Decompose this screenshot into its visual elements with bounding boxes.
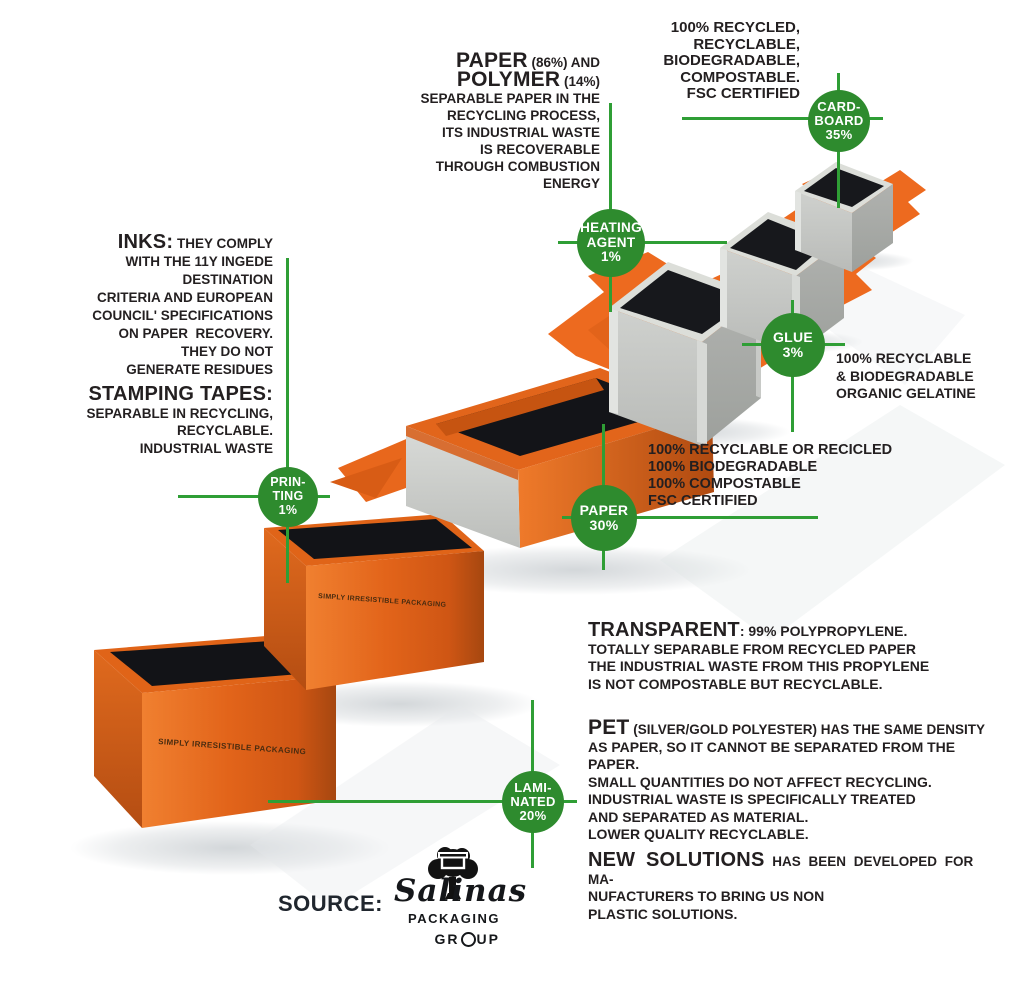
connector-line-laminated-h bbox=[268, 800, 577, 803]
note-paper-polymer: PAPER (86%) AND POLYMER (14%) SEPARABLE … bbox=[340, 49, 600, 192]
badge-label: AGENT bbox=[586, 234, 636, 250]
note-heading: INKS: THEY COMPLY bbox=[117, 231, 273, 253]
badge-label: LAMI- bbox=[514, 779, 552, 795]
note-cardboard: 100% RECYCLED, RECYCLABLE, BIODEGRADABLE… bbox=[570, 19, 800, 103]
text-line: ON PAPER RECOVERY. bbox=[118, 326, 273, 341]
text-line: THE INDUSTRIAL WASTE FROM THIS PROPYLENE bbox=[588, 658, 930, 674]
text-line: DESTINATION bbox=[182, 272, 274, 287]
text-line: SEPARABLE PAPER IN THE bbox=[420, 91, 600, 106]
note-new-solutions: NEW SOLUTIONS HAS BEEN DEVELOPED FOR MA-… bbox=[588, 849, 998, 923]
text-line: 100% BIODEGRADABLE bbox=[648, 459, 818, 475]
text-line: & BIODEGRADABLE bbox=[836, 367, 974, 384]
circle-o-icon bbox=[460, 931, 476, 947]
text-line: ORGANIC GELATINE bbox=[836, 385, 976, 401]
note-transparent: TRANSPARENT: 99% POLYPROPYLENE. TOTALLY … bbox=[588, 619, 988, 693]
brand-group-post: UP bbox=[476, 931, 500, 947]
source-block: SOURCE: Salinas PACKAGING GR UP bbox=[278, 843, 526, 963]
brand-name: Salinas bbox=[394, 873, 528, 909]
note-pet: PET (SILVER/GOLD POLYESTER) HAS THE SAME… bbox=[588, 716, 998, 844]
orange-box-2: SIMPLY IRRESISTIBLE PACKAGING bbox=[264, 514, 484, 690]
badge-label: TING bbox=[272, 489, 304, 504]
text-line: ITS INDUSTRIAL WASTE bbox=[441, 125, 600, 140]
text-line: NUFACTURERS TO BRING US NON bbox=[588, 888, 825, 904]
text-line: INDUSTRIAL WASTE IS SPECIFICALLY TREATED bbox=[588, 791, 916, 807]
note-glue: 100% RECYCLABLE & BIODEGRADABLE ORGANIC … bbox=[836, 350, 976, 403]
badge-laminated: LAMI- NATED 20% bbox=[502, 771, 564, 833]
note-stamping-tapes: STAMPING TAPES: SEPARABLE IN RECYCLING, … bbox=[43, 383, 273, 457]
text-line: IS RECOVERABLE bbox=[479, 142, 600, 157]
badge-label: NATED bbox=[510, 793, 556, 809]
grey-box-3 bbox=[795, 162, 893, 272]
badge-cardboard: CARD- BOARD 35% bbox=[808, 90, 870, 152]
badge-label: PRIN- bbox=[270, 475, 306, 490]
text-line: SEPARABLE IN RECYCLING, bbox=[86, 405, 273, 421]
text-line: FSC CERTIFIED bbox=[648, 493, 758, 509]
badge-label: CARD- bbox=[817, 98, 861, 114]
brand-group-pre: GR bbox=[434, 931, 460, 947]
connector-line-printing-h bbox=[178, 495, 330, 498]
connector-line-cardboard-h bbox=[682, 117, 883, 120]
text-line: THEY DO NOT bbox=[180, 344, 273, 359]
text-line: PLASTIC SOLUTIONS. bbox=[588, 905, 738, 922]
text-line: COUNCIL' SPECIFICATIONS bbox=[92, 308, 273, 323]
text-line: COMPOSTABLE. bbox=[680, 68, 800, 86]
note-heading: TRANSPARENT: 99% POLYPROPYLENE. bbox=[588, 619, 908, 641]
badge-printing: PRIN- TING 1% bbox=[258, 467, 318, 527]
source-label: SOURCE: bbox=[278, 891, 383, 916]
text-line: SMALL QUANTITIES DO NOT AFFECT RECYCLING… bbox=[588, 773, 932, 790]
badge-label: BOARD bbox=[814, 112, 864, 128]
text-line: AS PAPER, SO IT CANNOT BE SEPARATED FROM… bbox=[588, 738, 960, 773]
note-heading: PET (SILVER/GOLD POLYESTER) HAS THE SAME… bbox=[588, 716, 985, 739]
connector-line-paper-h bbox=[562, 516, 818, 519]
connector-line-heating-v bbox=[609, 103, 612, 312]
text-line: RECYCLING PROCESS, bbox=[446, 108, 600, 123]
text-line: 100% RECYCLABLE OR RECICLED bbox=[648, 442, 893, 458]
text-line: THROUGH COMBUSTION bbox=[435, 159, 600, 174]
badge-label: PAPER bbox=[579, 501, 629, 518]
badge-value: 35% bbox=[825, 127, 853, 143]
text-line: FSC CERTIFIED bbox=[686, 85, 800, 102]
badge-label: HEATING bbox=[580, 219, 642, 235]
badge-value: 3% bbox=[782, 344, 804, 360]
text-line: 100% COMPOSTABLE bbox=[648, 476, 801, 492]
text-line: BIODEGRADABLE, bbox=[663, 52, 800, 69]
text-line: CRITERIA AND EUROPEAN bbox=[96, 290, 273, 305]
badge-label: GLUE bbox=[772, 328, 814, 345]
text-line: RECYCLABLE, bbox=[693, 35, 800, 53]
note-heading: NEW SOLUTIONS HAS BEEN DEVELOPED FOR MA- bbox=[588, 849, 982, 887]
badge-paper: PAPER 30% bbox=[571, 485, 637, 551]
note-heading: POLYMER (14%) bbox=[456, 68, 600, 91]
text-line: GENERATE RESIDUES bbox=[126, 362, 273, 377]
text-line: LOWER QUALITY RECYCLABLE. bbox=[588, 826, 809, 842]
badge-value: 20% bbox=[519, 808, 547, 824]
brand-packaging: PACKAGING bbox=[408, 911, 500, 926]
text-line: 100% RECYCLABLE bbox=[836, 350, 972, 366]
text-line: AND SEPARATED AS MATERIAL. bbox=[588, 808, 809, 825]
text-line: INDUSTRIAL WASTE bbox=[139, 440, 273, 456]
text-line: ENERGY bbox=[542, 176, 600, 191]
text-line: WITH THE 11Y INGEDE bbox=[125, 254, 273, 269]
note-paper: 100% RECYCLABLE OR RECICLED 100% BIODEGR… bbox=[648, 442, 892, 510]
text-line: IS NOT COMPOSTABLE BUT RECYCLABLE. bbox=[588, 675, 883, 692]
text-line: TOTALLY SEPARABLE FROM RECYCLED PAPER bbox=[588, 640, 916, 657]
connector-line-printing-v bbox=[286, 258, 289, 583]
text-line: 100% RECYCLED, bbox=[670, 19, 800, 36]
badge-glue: GLUE 3% bbox=[761, 313, 825, 377]
text-line: RECYCLABLE. bbox=[176, 423, 273, 438]
badge-value: 30% bbox=[589, 517, 619, 533]
note-heading: PAPER (86%) AND bbox=[455, 49, 600, 72]
note-inks: INKS: THEY COMPLY WITH THE 11Y INGEDE DE… bbox=[43, 231, 274, 379]
brand-group: GR UP bbox=[435, 931, 500, 947]
tree-box-icon bbox=[428, 847, 478, 899]
badge-heating-agent: HEATING AGENT 1% bbox=[577, 209, 645, 277]
badge-value: 1% bbox=[278, 502, 298, 517]
note-heading: STAMPING TAPES: bbox=[88, 383, 273, 405]
badge-value: 1% bbox=[600, 249, 622, 265]
